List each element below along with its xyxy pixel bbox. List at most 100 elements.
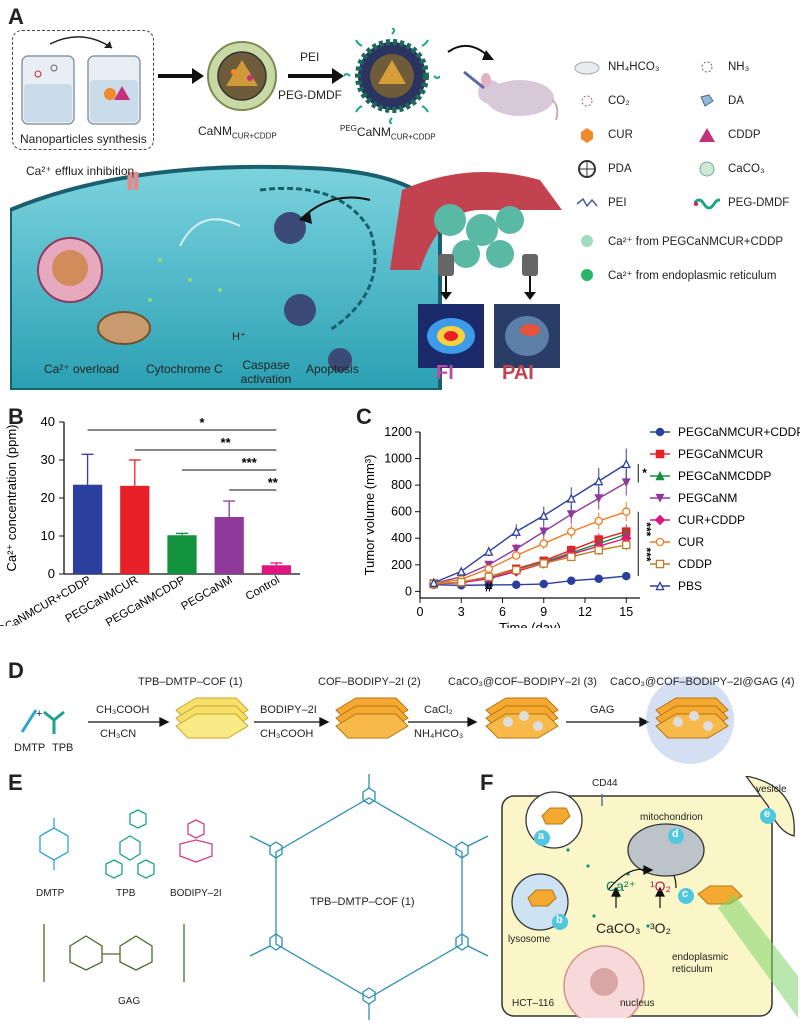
significance-label: *: [199, 415, 205, 430]
legend-label: PEGCaNMCDDP: [678, 469, 771, 483]
data-point: [594, 494, 604, 504]
triplet-o2-label: ³O₂: [650, 920, 671, 936]
gag-e-label: GAG: [118, 996, 141, 1007]
series-line: [433, 463, 627, 584]
data-point: [566, 552, 576, 562]
data-point: [655, 559, 665, 569]
step4-top: GAG: [590, 704, 615, 716]
data-point: [655, 580, 665, 591]
panel-label-b: B: [8, 404, 24, 429]
overload-label: Ca²⁺ overload: [44, 362, 120, 376]
pei-icon: [574, 194, 600, 212]
legend-item-caco3: CaCO₃: [694, 160, 765, 178]
da-icon: [694, 92, 720, 110]
dmtp-tpb-icon: [20, 709, 65, 734]
data-point: [594, 516, 603, 526]
y-tick-label: 20: [41, 490, 55, 505]
data-point: [655, 537, 665, 547]
data-point: [566, 576, 576, 585]
cof2-label: COF–BODIPY–2I (2): [318, 676, 421, 688]
cell-illustration: [10, 164, 562, 390]
caspase-label: Caspase activation: [240, 358, 292, 386]
legend-label: Ca²⁺ from endoplasmic reticulum: [608, 270, 777, 282]
cur-icon: [574, 126, 600, 144]
nh3-icon: [694, 58, 720, 76]
step2-top: BODIPY–2I: [260, 704, 317, 716]
data-point: [539, 527, 549, 537]
data-point: [594, 476, 604, 486]
cof-e-label: TPB–DMTP–COF (1): [310, 896, 415, 908]
bar-0: [72, 484, 103, 574]
step-a-label: a: [538, 830, 545, 842]
step2-bottom: CH₃COOH: [260, 728, 314, 740]
step3-bottom: NH₄HCO₃: [414, 728, 464, 740]
fi-label: FI: [436, 362, 454, 384]
legend-item-nh3: NH₃: [694, 58, 749, 76]
x-tick-label: 15: [619, 605, 633, 619]
step-b-label: b: [556, 914, 563, 926]
data-point: [511, 580, 521, 589]
legend-label: PBS: [678, 579, 702, 593]
y-tick-label: 30: [41, 452, 55, 467]
data-point: [594, 545, 603, 555]
bodipy-e-label: BODIPY–2I: [170, 888, 222, 899]
data-point: [655, 470, 665, 481]
step-e-label: e: [764, 808, 771, 820]
legend-label: PEGCaNMCUR: [678, 447, 764, 461]
legend-label: NH₃: [728, 61, 750, 73]
efflux-label: Ca²⁺ efflux inhibition: [26, 164, 135, 178]
tpb-e-label: TPB: [116, 888, 136, 899]
arrow-right-icon: [288, 68, 344, 84]
nanoparticle-synthesis-box: [12, 30, 154, 150]
legend-item-cddp: CDDP: [694, 126, 761, 144]
y-tick-label: 0: [48, 566, 55, 581]
hash-annotation: #: [485, 578, 493, 594]
pegcanm-nanoparticle: [344, 28, 440, 124]
data-point: [511, 551, 521, 560]
legend-label: CUR: [678, 535, 704, 549]
legend-item-peg-dmdf: PEG-DMDF: [694, 194, 789, 212]
legend-item-ca-er: Ca²⁺ from endoplasmic reticulum: [574, 266, 776, 284]
significance-label: **: [221, 435, 232, 450]
data-point: [539, 539, 548, 548]
cddp-icon: [694, 126, 720, 144]
peg-dmdf-label: PEG-DMDF: [278, 88, 342, 102]
legend-label: PDA: [608, 163, 632, 175]
x-tick-label: 6: [499, 605, 506, 619]
canm-nanoparticle: [207, 41, 277, 111]
plus-label: +: [36, 708, 43, 720]
legend-label: NH₄HCO₃: [608, 61, 660, 73]
legend-label: DA: [728, 95, 744, 107]
dmtp-e-label: DMTP: [36, 888, 65, 899]
step1-bottom: CH₃CN: [100, 728, 137, 740]
hplus-label: H⁺: [232, 331, 246, 343]
significance-label: ***: [639, 548, 653, 562]
y-axis-label: Ca²⁺ concentration (ppm): [4, 424, 19, 571]
legend-label: CUR+CDDP: [678, 513, 745, 527]
x-axis-label: Time (day): [499, 620, 561, 628]
series-line: [433, 544, 627, 585]
cell-mechanism: [501, 776, 798, 1018]
data-point: [621, 571, 631, 581]
pegcanm-label: PEGCaNMCUR+CDDP: [340, 124, 436, 142]
ca-np-icon: [574, 232, 600, 250]
pai-label: PAI: [502, 362, 534, 384]
nucleus-label: nucleus: [620, 998, 655, 1009]
data-point: [655, 449, 665, 459]
canm-label: CaNMCUR+CDDP: [198, 124, 277, 141]
y-tick-label: 0: [405, 584, 412, 598]
synthesis-scheme: [88, 676, 734, 764]
y-tick-label: 10: [41, 528, 55, 543]
y-tick-label: 200: [391, 558, 412, 572]
y-tick-label: 400: [391, 531, 412, 545]
lysosome-label: lysosome: [508, 934, 551, 945]
bar-2: [167, 535, 197, 574]
data-point: [511, 565, 521, 575]
tpb-label: TPB: [52, 742, 74, 754]
dmtp-label: DMTP: [14, 742, 46, 754]
cd44-label: CD44: [592, 778, 618, 789]
series-line: [433, 575, 627, 587]
legend-label: CaCO₃: [728, 163, 765, 175]
legend-label: PEGCaNMCUR+CDDP: [678, 425, 800, 439]
